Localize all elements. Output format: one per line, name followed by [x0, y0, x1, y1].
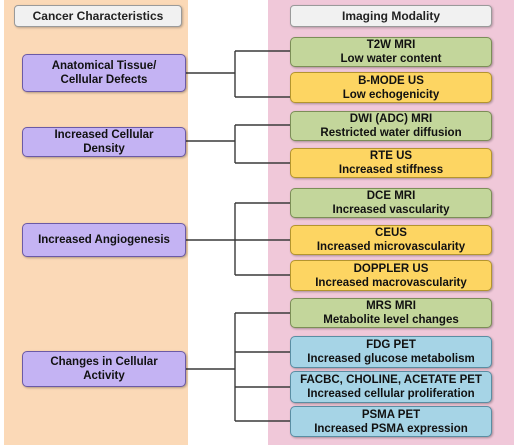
modality-finding: Increased glucose metabolism	[307, 353, 475, 365]
modality-name: DWI (ADC) MRI	[349, 113, 433, 125]
modality-name: T2W MRI	[366, 39, 416, 51]
characteristic-label-line: Activity	[83, 370, 125, 382]
modality-finding: Increased PSMA expression	[314, 422, 468, 435]
modality-name: FDG PET	[366, 339, 416, 351]
modality-name: PSMA PET	[361, 408, 421, 421]
modality-dce-mri: DCE MRI Increased vascularity	[290, 188, 492, 218]
modality-name: B-MODE US	[358, 74, 424, 87]
modality-finding: Increased microvascularity	[316, 241, 466, 253]
characteristic-label-line: Cellular Defects	[60, 74, 148, 86]
modality-b-mode-us: B-MODE US Low echogenicity	[290, 72, 492, 103]
connector-group-2	[186, 124, 290, 164]
modality-rte-us: RTE US Increased stiffness	[290, 148, 492, 178]
modality-name: CEUS	[375, 227, 407, 239]
modality-name: MRS MRI	[366, 300, 416, 312]
modality-name: FACBC, CHOLINE, ACETATE PET	[300, 374, 482, 386]
cancer-characteristics-header: Cancer Characteristics	[14, 5, 182, 27]
modality-dwi-mri: DWI (ADC) MRI Restricted water diffusion	[290, 111, 492, 141]
characteristic-label-line: Density	[83, 143, 125, 155]
modality-fdg-pet: FDG PET Increased glucose metabolism	[290, 336, 492, 368]
modality-finding: Increased cellular proliferation	[307, 388, 475, 400]
modality-finding: Low echogenicity	[342, 88, 440, 101]
modality-finding: Increased macrovascularity	[315, 276, 467, 289]
modality-facbc-choline-acetate-pet: FACBC, CHOLINE, ACETATE PET Increased ce…	[290, 371, 492, 403]
modality-finding: Low water content	[340, 53, 442, 65]
modality-finding: Metabolite level changes	[323, 314, 459, 326]
modality-name: RTE US	[369, 150, 413, 162]
characteristic-angiogenesis: Increased Angiogenesis	[22, 223, 186, 257]
modality-ceus: CEUS Increased microvascularity	[290, 225, 492, 255]
modality-finding: Increased stiffness	[338, 164, 444, 176]
connector-group-4	[186, 312, 290, 422]
characteristic-cellular-density: Increased Cellular Density	[22, 127, 186, 157]
modality-name: DCE MRI	[366, 190, 416, 202]
characteristic-cellular-activity: Changes in Cellular Activity	[22, 351, 186, 387]
characteristic-anatomical-defects: Anatomical Tissue/ Cellular Defects	[22, 54, 186, 92]
modality-doppler-us: DOPPLER US Increased macrovascularity	[290, 260, 492, 291]
imaging-modality-header: Imaging Modality	[290, 5, 492, 27]
connector-group-1	[186, 50, 290, 98]
modality-psma-pet: PSMA PET Increased PSMA expression	[290, 406, 492, 437]
characteristic-label-line: Changes in Cellular	[50, 356, 158, 368]
characteristic-label-line: Increased Cellular	[54, 129, 154, 141]
characteristic-label-line: Anatomical Tissue/	[51, 60, 157, 72]
modality-t2w-mri: T2W MRI Low water content	[290, 37, 492, 67]
modality-finding: Increased vascularity	[332, 204, 450, 216]
connector-group-3	[186, 202, 290, 276]
modality-mrs-mri: MRS MRI Metabolite level changes	[290, 298, 492, 328]
modality-name: DOPPLER US	[353, 262, 429, 275]
modality-finding: Restricted water diffusion	[320, 127, 462, 139]
characteristic-label-line: Increased Angiogenesis	[38, 234, 170, 246]
